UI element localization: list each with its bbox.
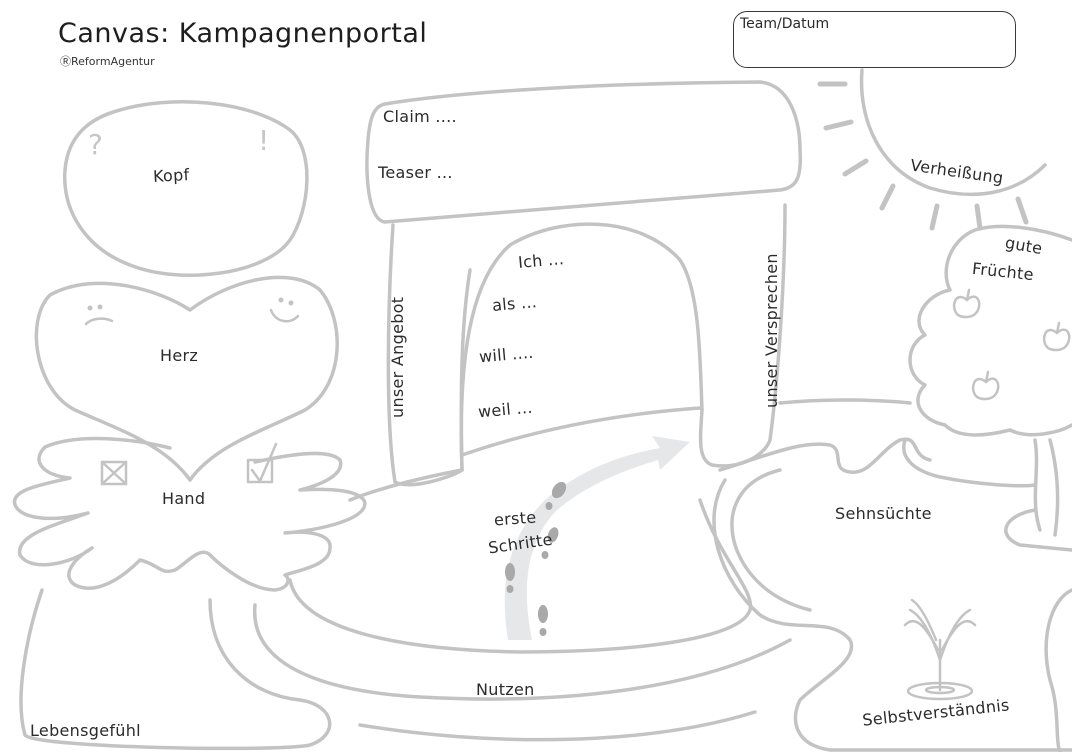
apple-icon bbox=[971, 370, 1000, 401]
nutzen-area bbox=[288, 498, 753, 654]
unser-angebot-pillar bbox=[386, 223, 472, 487]
label-teaser: Teaser ... bbox=[378, 163, 453, 182]
claim-teaser-banner bbox=[365, 80, 803, 224]
label-claim: Claim .... bbox=[383, 107, 457, 126]
label-kopf: Kopf bbox=[152, 165, 190, 186]
path-line bbox=[778, 398, 912, 405]
footprint-icon bbox=[539, 628, 547, 636]
head-shape bbox=[63, 100, 309, 277]
footprint-icon bbox=[506, 585, 514, 593]
page-title: Canvas: Kampagnenportal bbox=[58, 18, 428, 49]
apple-icon bbox=[952, 288, 981, 319]
label-erste: erste bbox=[493, 507, 537, 530]
sehnsuechte-inner-curve bbox=[730, 468, 812, 612]
label-als: als ... bbox=[491, 292, 538, 315]
label-lebensgefuehl: Lebensgefühl bbox=[30, 721, 141, 740]
fountain-icon bbox=[903, 598, 977, 701]
sun-ray bbox=[929, 203, 940, 231]
path-line bbox=[348, 468, 464, 502]
tree-crown bbox=[908, 224, 1072, 437]
sad-face-eye bbox=[97, 304, 103, 310]
label-nutzen: Nutzen bbox=[476, 680, 535, 699]
label-herz: Herz bbox=[160, 346, 199, 365]
label-hand: Hand bbox=[162, 489, 206, 508]
sad-face-eye bbox=[87, 305, 93, 311]
footprint-icon bbox=[551, 481, 567, 499]
heart-shape bbox=[34, 275, 339, 482]
label-unser-versprechen: unser Versprechen bbox=[762, 253, 781, 408]
lebensgefuehl-region bbox=[19, 588, 332, 751]
happy-face-eye bbox=[278, 297, 284, 303]
tree-trunk bbox=[1033, 438, 1060, 537]
sun-ray bbox=[842, 158, 869, 177]
x-checkbox-icon bbox=[100, 460, 128, 486]
tree-root bbox=[1004, 508, 1072, 552]
unser-versprechen-pillar bbox=[698, 203, 787, 468]
right-edge-shape bbox=[1044, 588, 1072, 752]
sun-ray bbox=[974, 203, 983, 231]
footprint-icon bbox=[538, 605, 548, 623]
sun-ray bbox=[879, 183, 896, 211]
hand-shape bbox=[12, 436, 367, 592]
sun-ray bbox=[1015, 196, 1029, 225]
sehnsuechte-inner bbox=[718, 437, 932, 474]
happy-face-eye bbox=[288, 300, 294, 306]
nutzen-band-outer bbox=[358, 710, 757, 742]
footprint-icon bbox=[545, 502, 553, 510]
sehnsuechte-right bbox=[902, 438, 1037, 488]
footprint-icon bbox=[541, 551, 549, 559]
arch-floor-line bbox=[460, 406, 702, 457]
team-date-label: Team/Datum bbox=[740, 16, 830, 32]
erste-schritte-arrow bbox=[504, 436, 690, 640]
sun-ray bbox=[823, 119, 854, 131]
label-unser-angebot: unser Angebot bbox=[388, 296, 407, 418]
footprint-icon bbox=[505, 563, 515, 581]
brand-label: ⓇReformAgentur bbox=[60, 55, 155, 68]
inner-arch bbox=[459, 222, 704, 472]
footprint-icon bbox=[547, 527, 559, 543]
sun-shape bbox=[859, 68, 1047, 197]
sehnsuechte-region bbox=[712, 478, 1072, 752]
sad-face-mouth bbox=[84, 317, 114, 326]
nutzen-band-inner bbox=[252, 603, 792, 701]
exclamation-mark-icon: ! bbox=[258, 124, 270, 157]
apple-icon bbox=[1042, 321, 1071, 352]
label-ich: Ich ... bbox=[517, 249, 565, 272]
label-sehnsuechte: Sehnsüchte bbox=[835, 504, 932, 523]
question-mark-icon: ? bbox=[88, 128, 103, 161]
happy-face-mouth bbox=[269, 308, 300, 323]
team-date-field[interactable]: Team/Datum bbox=[733, 11, 1016, 68]
